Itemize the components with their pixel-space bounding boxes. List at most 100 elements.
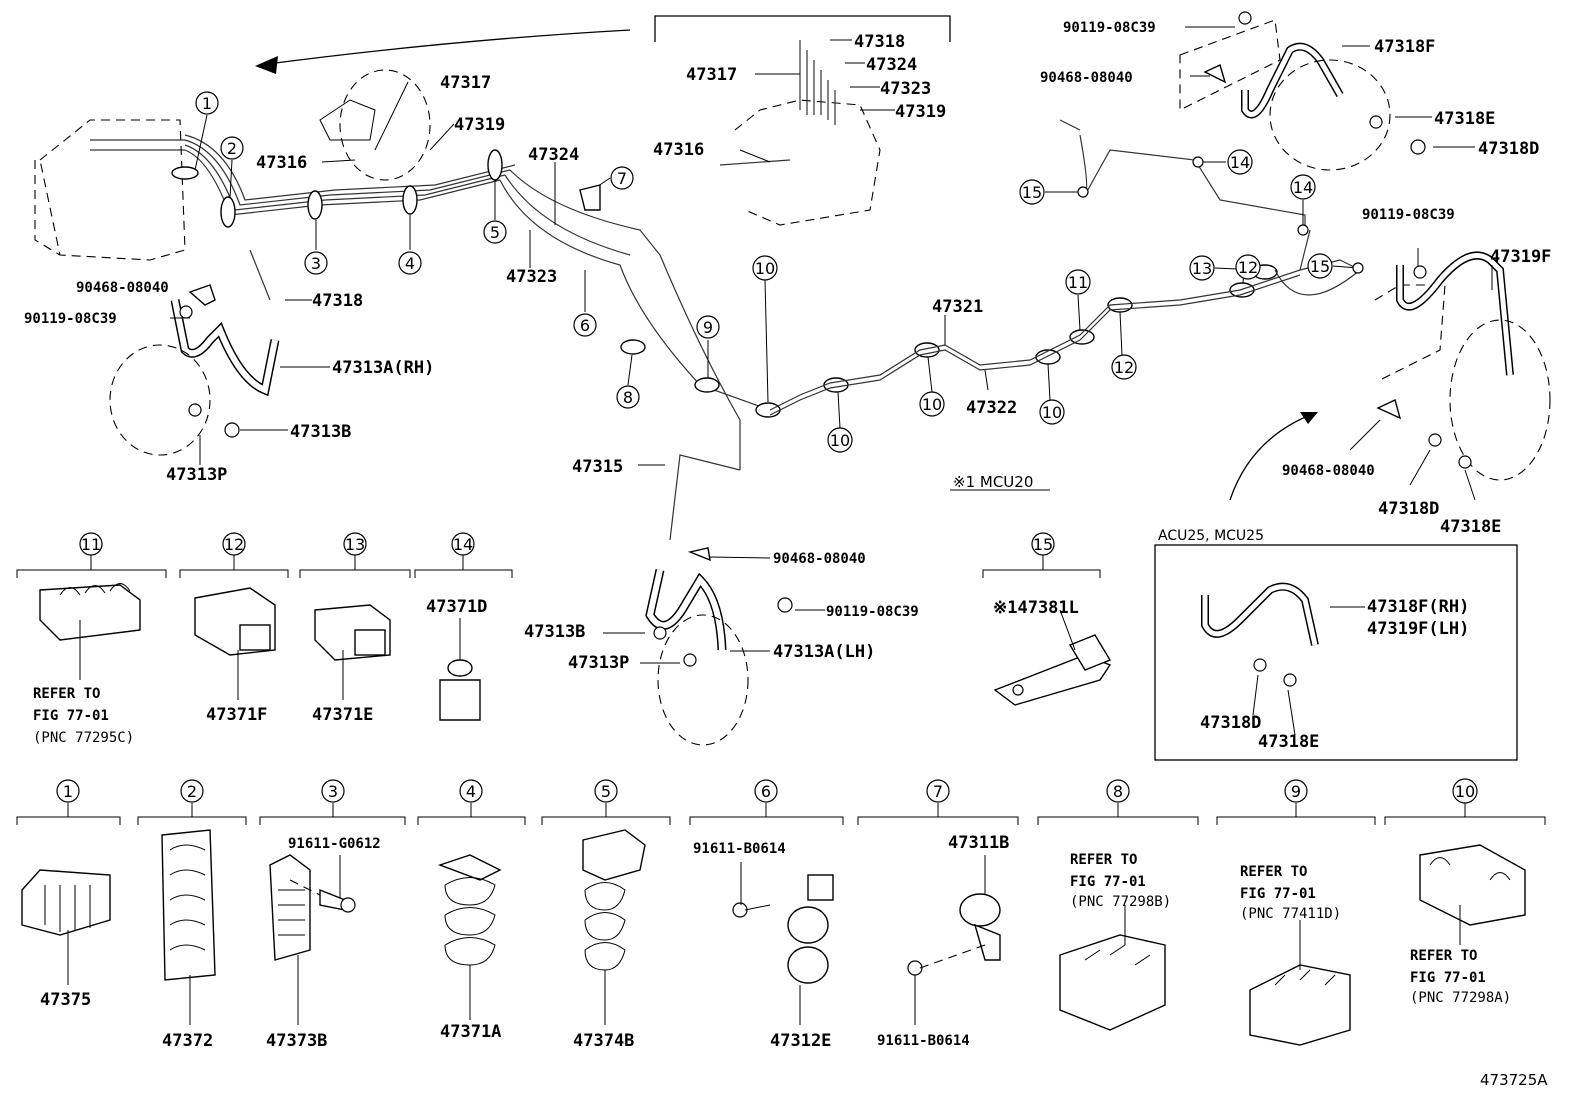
label-r90468: 90468-08040	[1040, 70, 1133, 86]
label-r90119b: 90119-08C39	[1362, 207, 1455, 223]
diagram-id: 473725A	[1480, 1071, 1548, 1089]
ref-12a: 12	[1114, 358, 1134, 377]
label-47311B: 47311B	[948, 833, 1009, 853]
group-14: 14	[453, 535, 473, 554]
label-47373B: 47373B	[266, 1031, 327, 1051]
label-47318: 47318	[312, 291, 363, 311]
rear-right-hose-assembly	[1059, 19, 1391, 171]
ref-10c: 10	[922, 395, 942, 414]
rear-brake-tubes	[769, 134, 1361, 416]
group-7: 7	[933, 782, 943, 801]
label-c90468: 90468-08040	[773, 551, 866, 567]
ref-11: 11	[1068, 273, 1088, 292]
p11-fig: FIG 77-01	[33, 708, 109, 724]
group-9: 9	[1291, 782, 1301, 801]
ref-10a: 10	[755, 259, 775, 278]
ref-circle-11	[1065, 269, 1091, 295]
group-4: 4	[466, 782, 476, 801]
label-47313A-RH: 47313A(RH)	[332, 358, 434, 378]
b9-fig: FIG 77-01	[1240, 886, 1316, 902]
ref-circle-12a	[1111, 354, 1137, 380]
master-cylinder-detail	[654, 15, 951, 226]
ref-circle-5	[483, 220, 507, 244]
fittings	[179, 11, 1472, 687]
label-90468-08040-a: 90468-08040	[76, 280, 169, 296]
label-47318E: 47318E	[1434, 109, 1495, 129]
group-13: 13	[345, 535, 365, 554]
ref-1: 1	[202, 94, 212, 113]
p11-pnc: (PNC 77295C)	[33, 730, 134, 746]
label-47318D-2: 47318D	[1378, 499, 1439, 519]
label-91611-B0614-b: 91611-B0614	[877, 1033, 970, 1049]
b9-pnc: (PNC 77411D)	[1240, 906, 1341, 922]
label-c90119: 90119-08C39	[826, 604, 919, 620]
label-90119-08C39-a: 90119-08C39	[24, 311, 117, 327]
ref-circle-12b	[1235, 254, 1261, 280]
group-12: 12	[224, 535, 244, 554]
ref-circle-15b	[1307, 253, 1333, 279]
bracket-47381L-shape	[993, 609, 1112, 706]
ref-circle-3	[304, 251, 328, 275]
label-47322: 47322	[966, 398, 1017, 418]
label-t47318: 47318	[854, 32, 905, 52]
inset-title: ACU25, MCU25	[1158, 528, 1264, 544]
group-11: 11	[81, 535, 101, 554]
ref-circle-15a	[1019, 179, 1045, 205]
label-t47316: 47316	[653, 140, 704, 160]
label-47317: 47317	[440, 73, 491, 93]
label-t47323: 47323	[880, 79, 931, 99]
ref-circle-10a	[752, 255, 778, 281]
group-2: 2	[187, 782, 197, 801]
group-15: 15	[1033, 535, 1053, 554]
inset-labels: ACU25, MCU25 47318F(RH) 47319F(LH) 47318…	[1158, 528, 1469, 752]
mid-part-labels: REFER TO FIG 77-01 (PNC 77295C) 47371F 4…	[33, 597, 1079, 746]
label-47313P: 47313P	[166, 465, 227, 485]
ref-circle-13	[1189, 255, 1215, 281]
ref-circle-2	[220, 136, 244, 160]
ref-circle-4	[398, 251, 422, 275]
label-47323: 47323	[506, 267, 557, 287]
rear-left-hose-assembly	[1229, 251, 1551, 501]
ref-circle-10c	[919, 391, 945, 417]
bottom-part-labels: 47375 47372 47373B 91611-G0612 47371A 47…	[40, 833, 1511, 1051]
clamp-47371F-shape	[194, 587, 276, 700]
clamp-47371E-shape	[314, 604, 391, 700]
ref-circle-7	[610, 166, 634, 190]
label-t47319: 47319	[895, 102, 946, 122]
label-47371D: 47371D	[426, 597, 487, 617]
group-6: 6	[761, 782, 771, 801]
label-47371E: 47371E	[312, 705, 373, 725]
label-47315: 47315	[572, 457, 623, 477]
ref-3: 3	[311, 254, 321, 273]
label-47374B: 47374B	[573, 1031, 634, 1051]
actuator-assembly	[34, 29, 771, 470]
ref-5: 5	[490, 223, 500, 242]
ref-circle-6	[573, 313, 597, 337]
part-labels-top-left: 47317 47316 47319 47324 47323 47318 9046…	[24, 73, 579, 485]
inset-hose	[1201, 582, 1319, 646]
label-47371A: 47371A	[440, 1022, 501, 1042]
ref-4: 4	[405, 254, 415, 273]
bottom-part-shapes	[21, 829, 1526, 1046]
label-47371F: 47371F	[206, 705, 267, 725]
label-47372: 47372	[162, 1031, 213, 1051]
label-91611-G0612: 91611-G0612	[288, 836, 381, 852]
b10-fig: FIG 77-01	[1410, 970, 1486, 986]
group-3: 3	[328, 782, 338, 801]
ref-circle-8	[616, 385, 640, 409]
label-47319F: 47319F	[1490, 247, 1551, 267]
ref-circle-9	[696, 315, 720, 339]
label-47375: 47375	[40, 990, 91, 1010]
inset-frame	[1154, 544, 1518, 761]
ref-circle-14a	[1227, 149, 1253, 175]
label-47324: 47324	[528, 145, 579, 165]
label-r90119: 90119-08C39	[1063, 20, 1156, 36]
label-c47313B: 47313B	[524, 622, 585, 642]
ref-8: 8	[623, 388, 633, 407]
ref-circle-14b	[1290, 174, 1316, 200]
part-labels-center: 47321 47322 47315 ※1 MCU20 90468-08040 9…	[524, 297, 1033, 673]
label-47318F: 47318F	[1374, 37, 1435, 57]
label-i47318D: 47318D	[1200, 713, 1261, 733]
p11-refer: REFER TO	[33, 686, 100, 702]
